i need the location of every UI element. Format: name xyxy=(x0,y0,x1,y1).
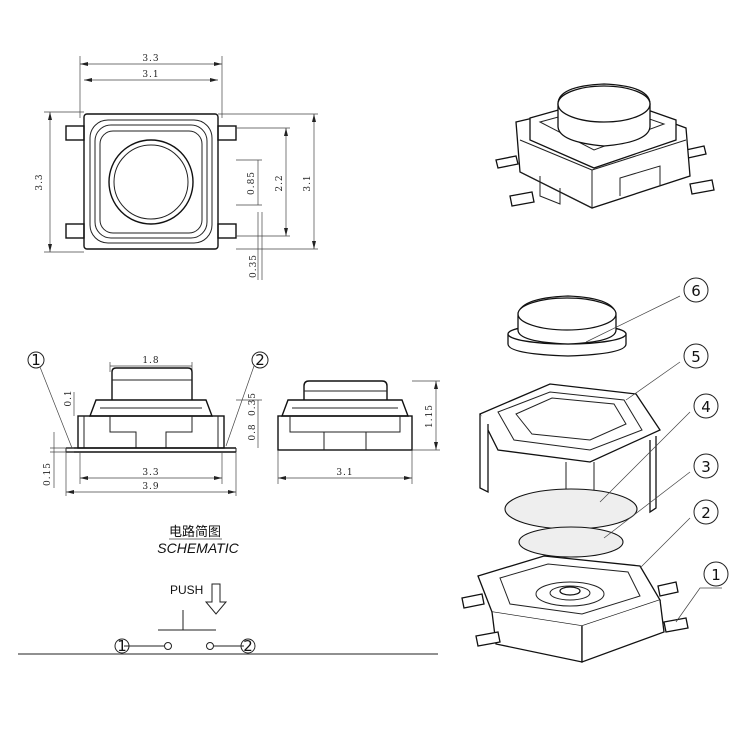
exploded-callout-6: 6 xyxy=(691,282,701,300)
dim-top-width-inner: 3.1 xyxy=(142,70,159,80)
side-marker-right: 2 xyxy=(255,351,265,369)
dim-side-step: 0.1 xyxy=(64,389,74,406)
schematic-push-label: PUSH xyxy=(170,583,203,597)
assembled-3d-view xyxy=(495,83,715,209)
schematic-pin-right: 2 xyxy=(243,637,253,655)
push-arrow-icon xyxy=(204,583,228,615)
exploded-callout-2: 2 xyxy=(701,504,711,522)
dim-side-body: 0.8 xyxy=(248,423,258,440)
dim-end-height: 1.15 xyxy=(425,404,435,428)
exploded-callout-3: 3 xyxy=(701,458,711,476)
dim-top-span: 2.2 xyxy=(275,174,285,191)
exploded-callout-5: 5 xyxy=(691,348,701,366)
schematic-title-cn: 电路简图 xyxy=(169,524,221,540)
schematic: 电路简图 SCHEMATIC PUSH 1 2 xyxy=(18,524,438,655)
exploded-callout-4: 4 xyxy=(701,398,711,416)
dim-side-foot: 0.15 xyxy=(43,462,53,486)
schematic-pin-left: 1 xyxy=(117,637,127,655)
dim-top-pitch: 0.85 xyxy=(247,171,257,195)
schematic-title-en: SCHEMATIC xyxy=(157,540,239,556)
dim-side-body-width: 3.3 xyxy=(142,468,159,478)
dim-top-width-outer: 3.3 xyxy=(142,54,159,64)
dim-side-cap: 1.8 xyxy=(142,356,159,366)
side-marker-left: 1 xyxy=(31,351,41,369)
dim-top-height-right: 3.1 xyxy=(303,174,313,191)
side-view: 1.8 1 2 0.1 0.15 0.8 0.35 xyxy=(27,351,269,496)
dim-end-width: 3.1 xyxy=(336,468,353,478)
end-view: 1.15 3.1 xyxy=(277,380,440,484)
dim-top-height-left: 3.3 xyxy=(35,173,45,190)
top-view: 3.3 3.1 3.3 0.85 2.2 xyxy=(35,54,318,280)
dim-side-total-width: 3.9 xyxy=(142,482,159,492)
exploded-callout-1: 1 xyxy=(711,566,721,584)
dim-side-lead-height: 0.35 xyxy=(248,392,258,416)
exploded-view: 6 5 4 3 2 1 xyxy=(461,277,729,663)
dim-top-lead: 0.35 xyxy=(249,254,259,278)
